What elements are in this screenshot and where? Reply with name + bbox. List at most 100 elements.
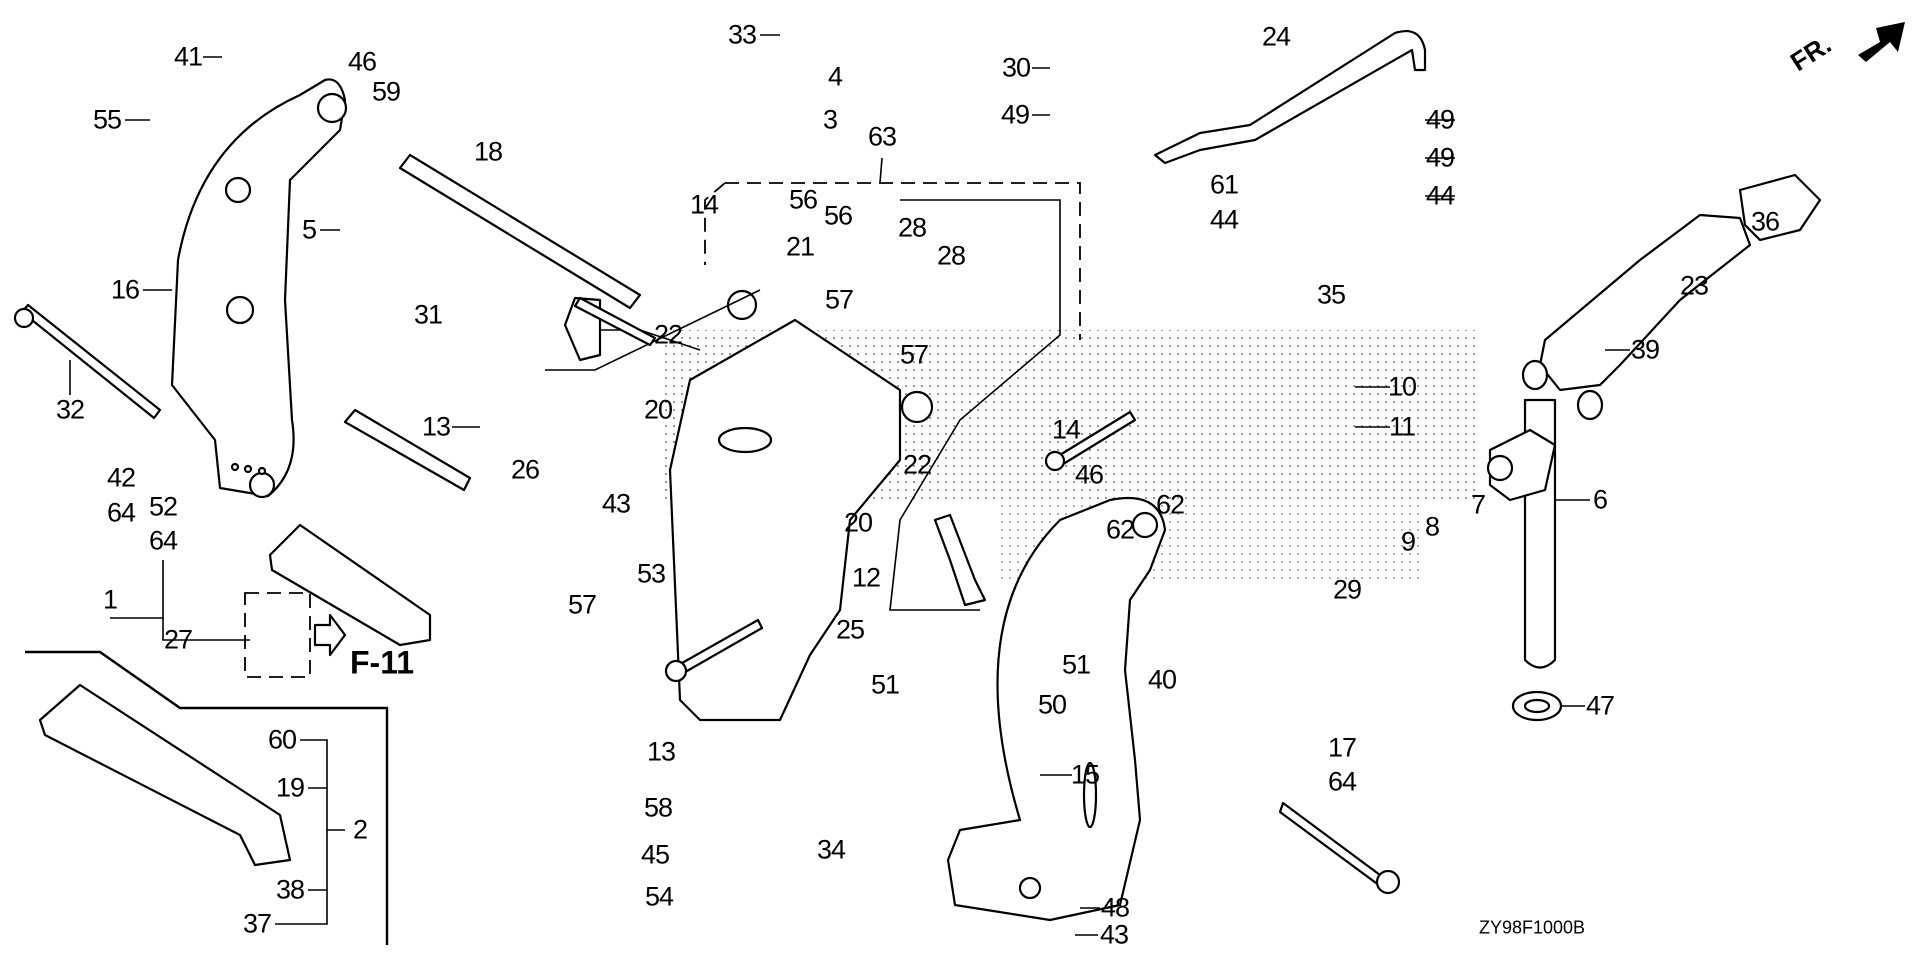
callout-5[interactable]: 5 — [301, 214, 317, 245]
callout-28[interactable]: 28 — [897, 212, 927, 243]
callout-58[interactable]: 58 — [643, 792, 673, 823]
callout-44[interactable]: 44 — [1209, 204, 1239, 235]
steering-arm-part — [1521, 173, 1822, 669]
callout-13[interactable]: 13 — [421, 411, 451, 442]
callout-24[interactable]: 24 — [1261, 21, 1291, 52]
callout-60[interactable]: 60 — [267, 724, 297, 755]
callout-64[interactable]: 64 — [106, 497, 136, 528]
callout-44[interactable]: 44 — [1425, 180, 1455, 211]
bolt-32-part — [13, 303, 162, 420]
swivel-case-part — [668, 318, 934, 722]
callout-11[interactable]: 11 — [1388, 411, 1416, 442]
callout-14[interactable]: 14 — [1051, 414, 1081, 445]
callout-46[interactable]: 46 — [347, 46, 377, 77]
bolt-29-head — [1044, 450, 1066, 472]
callout-43[interactable]: 43 — [601, 488, 631, 519]
callout-39[interactable]: 39 — [1630, 334, 1660, 365]
drawing-code: ZY98F1000B — [1478, 917, 1586, 938]
callout-21[interactable]: 21 — [785, 231, 815, 262]
callout-63[interactable]: 63 — [867, 121, 897, 152]
callout-19[interactable]: 19 — [275, 772, 305, 803]
bolt-17-head — [1375, 869, 1401, 895]
callout-57[interactable]: 57 — [899, 339, 929, 370]
callout-38[interactable]: 38 — [275, 874, 305, 905]
callout-47[interactable]: 47 — [1585, 690, 1615, 721]
callout-20[interactable]: 20 — [643, 394, 673, 425]
callout-50[interactable]: 50 — [1037, 689, 1067, 720]
bracket-1-part — [244, 523, 432, 678]
callout-45[interactable]: 45 — [640, 839, 670, 870]
callout-35[interactable]: 35 — [1316, 279, 1346, 310]
callout-27[interactable]: 27 — [163, 624, 193, 655]
callout-52[interactable]: 52 — [148, 491, 178, 522]
callout-28[interactable]: 28 — [936, 240, 966, 271]
callout-51[interactable]: 51 — [870, 669, 900, 700]
callout-26[interactable]: 26 — [510, 454, 540, 485]
callout-51[interactable]: 51 — [1061, 649, 1091, 680]
callout-49[interactable]: 49 — [1425, 142, 1455, 173]
callout-7[interactable]: 7 — [1470, 489, 1486, 520]
callout-10[interactable]: 10 — [1387, 371, 1417, 402]
callout-42[interactable]: 42 — [106, 462, 136, 493]
callout-64[interactable]: 64 — [148, 525, 178, 556]
callout-13[interactable]: 13 — [646, 736, 676, 767]
callout-41[interactable]: 41 — [173, 41, 203, 72]
callout-12[interactable]: 12 — [851, 562, 881, 593]
lever-parts — [563, 296, 987, 607]
callout-48[interactable]: 48 — [1100, 892, 1130, 923]
reference-f11-link[interactable]: F-11 — [349, 644, 415, 681]
callout-18[interactable]: 18 — [473, 136, 503, 167]
callout-8[interactable]: 8 — [1424, 511, 1440, 542]
bolt-17-part — [1278, 801, 1382, 885]
callout-62[interactable]: 62 — [1155, 489, 1185, 520]
callout-30[interactable]: 30 — [1001, 52, 1031, 83]
callout-22[interactable]: 22 — [902, 449, 932, 480]
callout-15[interactable]: 15 — [1070, 759, 1100, 790]
callout-3[interactable]: 3 — [822, 104, 838, 135]
callout-4[interactable]: 4 — [827, 61, 843, 92]
callout-56[interactable]: 56 — [788, 184, 818, 215]
callout-32[interactable]: 32 — [55, 394, 85, 425]
callout-2[interactable]: 2 — [352, 814, 368, 845]
callout-55[interactable]: 55 — [92, 104, 122, 135]
callout-49[interactable]: 49 — [1000, 99, 1030, 130]
callout-37[interactable]: 37 — [242, 908, 272, 939]
callout-62[interactable]: 62 — [1105, 514, 1135, 545]
callout-57[interactable]: 57 — [567, 589, 597, 620]
callout-53[interactable]: 53 — [636, 558, 666, 589]
section-divider — [25, 650, 389, 945]
callout-36[interactable]: 36 — [1750, 206, 1780, 237]
callout-17[interactable]: 17 — [1327, 732, 1357, 763]
callout-16[interactable]: 16 — [110, 274, 140, 305]
callout-43[interactable]: 43 — [1099, 919, 1129, 950]
leader-lines — [69, 34, 1630, 936]
callout-6[interactable]: 6 — [1592, 484, 1608, 515]
callout-23[interactable]: 23 — [1679, 270, 1709, 301]
callout-20[interactable]: 20 — [843, 507, 873, 538]
callout-31[interactable]: 31 — [413, 299, 443, 330]
callout-40[interactable]: 40 — [1147, 664, 1177, 695]
callout-56[interactable]: 56 — [823, 200, 853, 231]
callout-33[interactable]: 33 — [727, 19, 757, 50]
callout-54[interactable]: 54 — [644, 881, 674, 912]
tilting-shaft-part — [398, 153, 758, 321]
callout-34[interactable]: 34 — [816, 834, 846, 865]
callout-9[interactable]: 9 — [1400, 526, 1416, 557]
callout-1[interactable]: 1 — [102, 584, 118, 615]
callout-25[interactable]: 25 — [835, 614, 865, 645]
callout-49[interactable]: 49 — [1425, 104, 1455, 135]
cover-19-part — [38, 683, 292, 867]
callout-14[interactable]: 14 — [689, 189, 719, 220]
callout-46[interactable]: 46 — [1074, 459, 1104, 490]
stern-bracket-left-part — [170, 78, 348, 499]
callout-59[interactable]: 59 — [371, 76, 401, 107]
front-direction-arrow-icon — [1858, 22, 1905, 62]
rod-24-part — [1153, 29, 1427, 165]
stern-bracket-right-part — [946, 496, 1167, 922]
callout-22[interactable]: 22 — [653, 319, 683, 350]
callout-29[interactable]: 29 — [1332, 574, 1362, 605]
callout-61[interactable]: 61 — [1209, 169, 1239, 200]
callout-64[interactable]: 64 — [1327, 766, 1357, 797]
callout-57[interactable]: 57 — [824, 284, 854, 315]
